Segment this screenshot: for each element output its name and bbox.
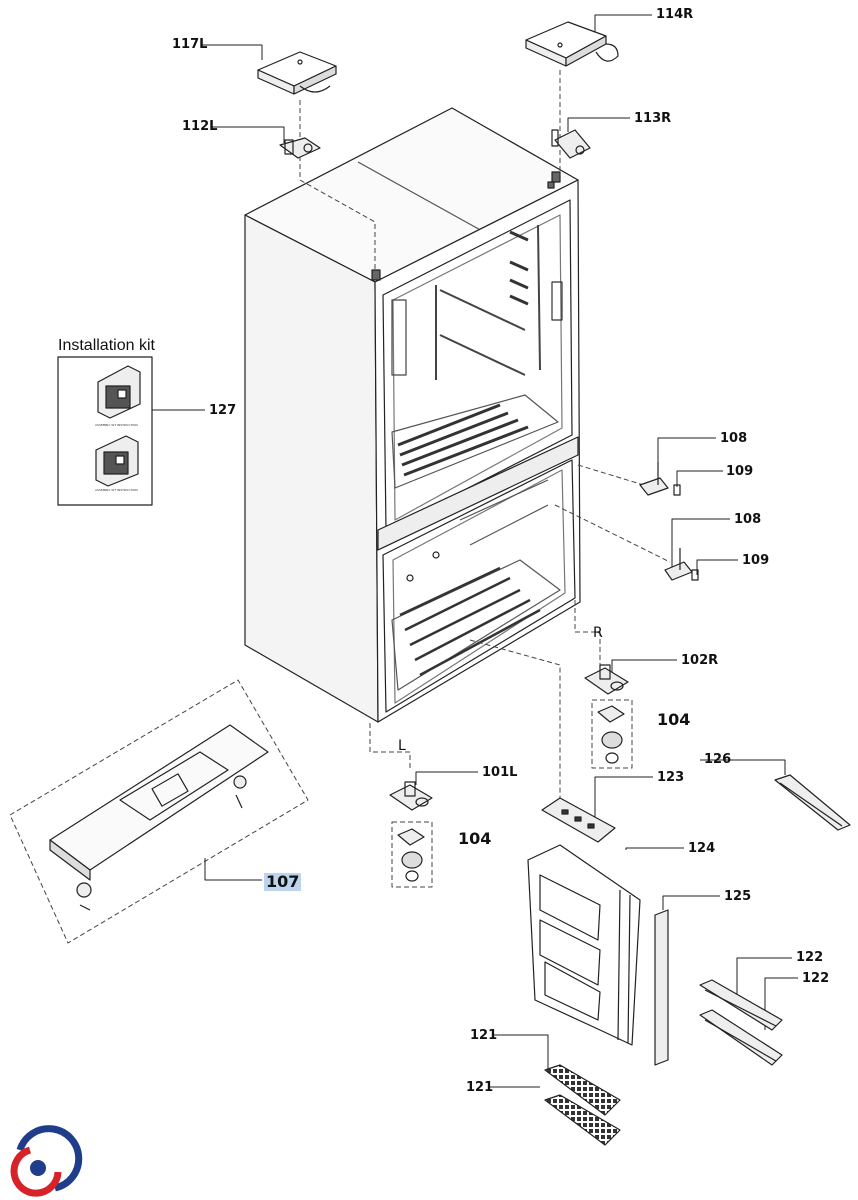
callout-107-highlighted: 107 — [264, 872, 302, 891]
side-label-right: R — [593, 625, 603, 641]
callout-122-lower: 122 — [802, 971, 830, 986]
part-113R-hinge — [551, 129, 591, 159]
kit-sheet-2-caption: ASSEMBLY KIT INSTRUCTION — [95, 488, 138, 492]
callout-121-lower: 121 — [466, 1080, 494, 1095]
callout-125: 125 — [724, 889, 752, 904]
part-123-tray — [541, 797, 616, 843]
callout-114R: 114R — [656, 7, 694, 22]
installation-kit-box — [57, 356, 153, 506]
callout-124: 124 — [688, 841, 716, 856]
part-107-machine-compartment — [49, 724, 269, 911]
part-126-strip — [774, 774, 851, 831]
callout-101L: 101L — [482, 765, 518, 780]
part-121-racks — [544, 1064, 621, 1146]
callout-109-upper: 109 — [726, 464, 754, 479]
callout-123: 123 — [657, 770, 685, 785]
side-label-left: L — [398, 738, 406, 754]
part-108-bracket-lower — [664, 548, 693, 581]
part-109-screw-lower — [691, 569, 699, 581]
callout-126: 126 — [704, 752, 732, 767]
part-108-bracket-upper — [639, 462, 669, 496]
brand-logo-icon — [10, 1125, 83, 1197]
part-104-roller-upper — [597, 705, 625, 764]
callout-121-upper: 121 — [470, 1028, 498, 1043]
callout-109-lower: 109 — [742, 553, 770, 568]
kit-sheet-1-caption: ASSEMBLY KIT INSTRUCTION — [95, 423, 138, 427]
callout-112L: 112L — [182, 119, 218, 134]
part-109-screw-upper — [673, 484, 681, 496]
part-104-roller-lower — [397, 828, 425, 882]
part-101L-hinge — [389, 781, 433, 811]
callout-104-lower: 104 — [458, 829, 492, 848]
installation-kit-title: Installation kit — [58, 337, 155, 354]
callout-102R: 102R — [681, 653, 719, 668]
callout-117L: 117L — [172, 37, 208, 52]
part-122-bins — [699, 979, 783, 1066]
refrigerator-cabinet — [244, 107, 581, 723]
part-117L-hinge-cover — [257, 51, 337, 95]
callout-108-lower: 108 — [734, 512, 762, 527]
callout-122-upper: 122 — [796, 950, 824, 965]
part-125-gasket-strip — [654, 909, 669, 1066]
part-114R-hinge-cover — [525, 21, 619, 67]
callout-108-upper: 108 — [720, 431, 748, 446]
callout-104-upper: 104 — [657, 710, 691, 729]
part-112L-hinge — [279, 137, 321, 159]
part-124-door-bin-assembly — [527, 844, 641, 1046]
part-102R-hinge — [584, 664, 629, 695]
callout-113R: 113R — [634, 111, 672, 126]
callout-127: 127 — [209, 403, 237, 418]
